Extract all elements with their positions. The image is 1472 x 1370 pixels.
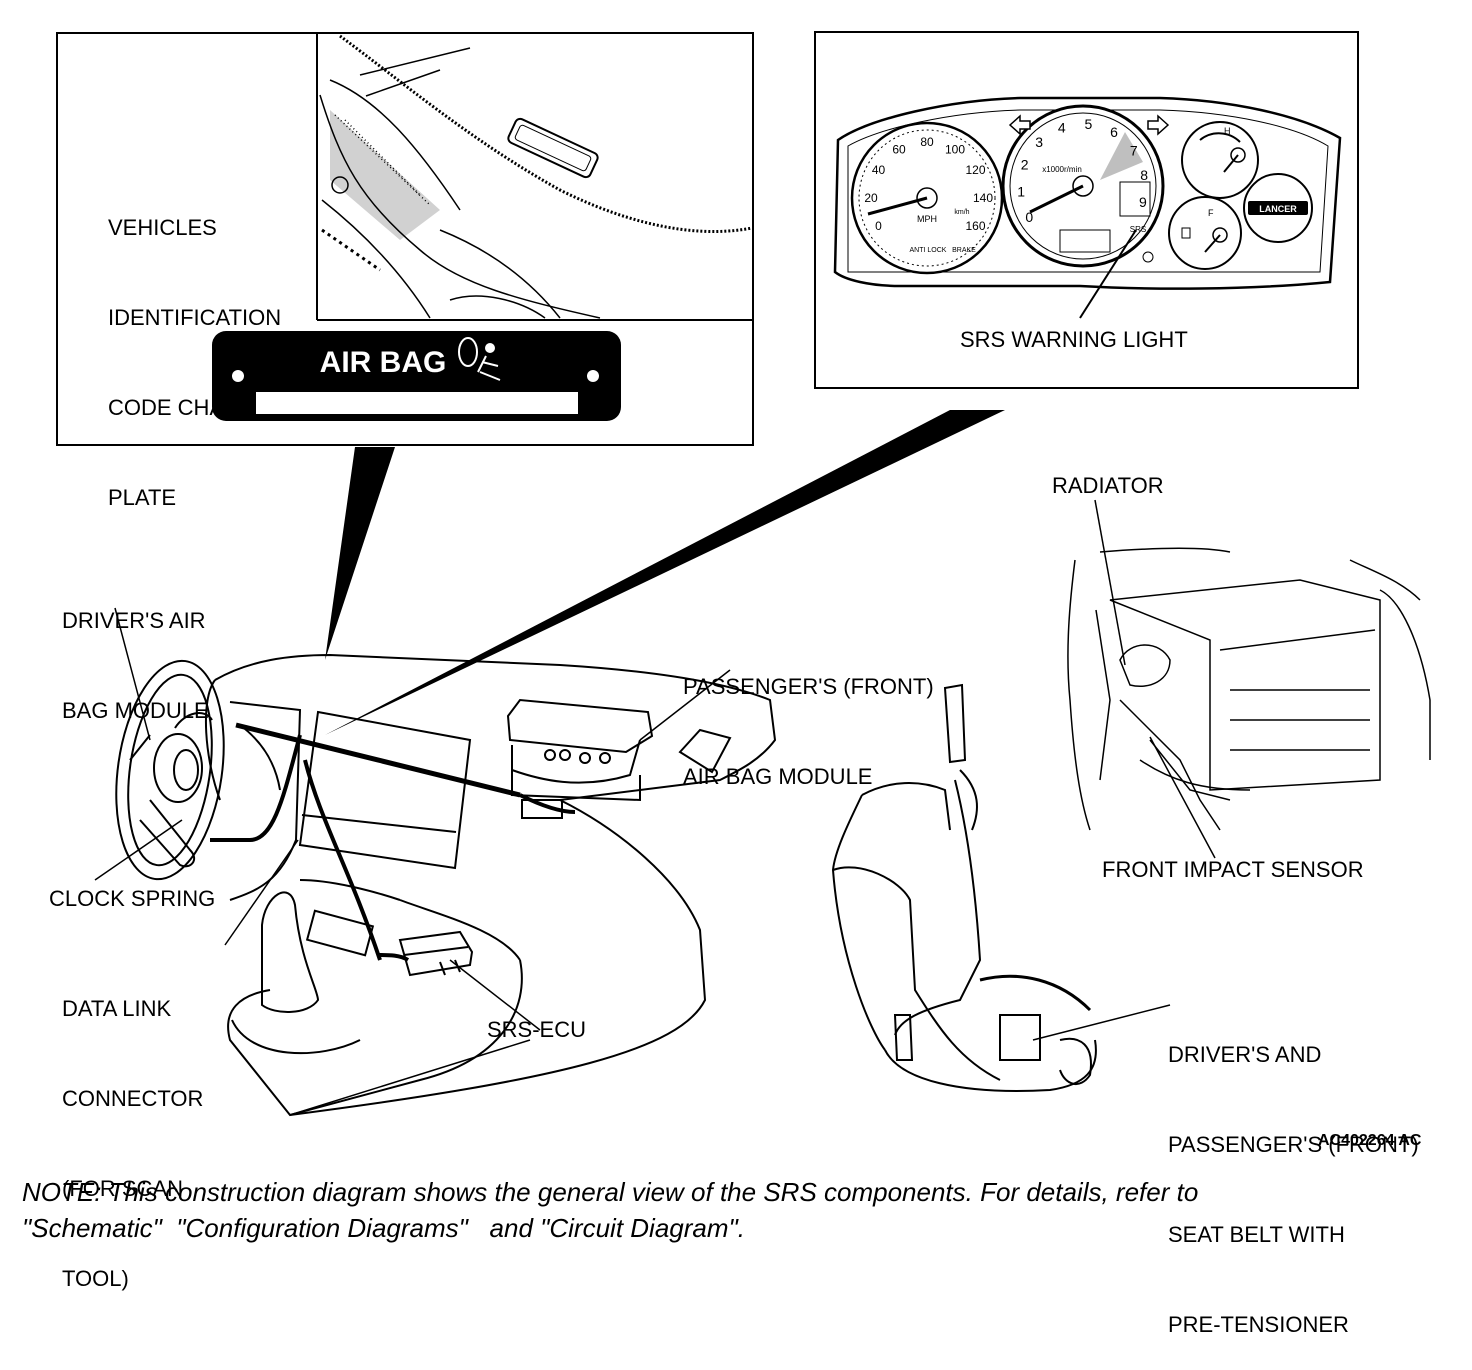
tacho-tick-8: 8 xyxy=(1140,167,1148,183)
airbag-person-icon xyxy=(458,337,501,381)
speedo-tick-20: 20 xyxy=(864,191,878,205)
label-line: PLATE xyxy=(108,485,177,510)
label-srs-ecu: SRS-ECU xyxy=(487,1017,587,1042)
left-turn-icon xyxy=(1008,114,1031,136)
label-data-link-connector: DATA LINK CONNECTOR (FOR SCAN TOOL) xyxy=(62,934,203,1324)
label-line: PRE-TENSIONER xyxy=(1168,1312,1349,1337)
speedo-tick-60: 60 xyxy=(892,143,906,157)
trip-reset-knob xyxy=(1142,251,1154,263)
speedo-kmh-unit: km/h xyxy=(954,209,969,216)
badge-dial: LANCER xyxy=(1243,173,1313,243)
tachometer-gauge: 01 234 5 678 9 x1000r/min SRS xyxy=(1001,104,1165,268)
tacho-tick-7: 7 xyxy=(1130,142,1138,158)
srs-light-leader xyxy=(1079,229,1137,319)
label-line: SEAT BELT WITH xyxy=(1168,1222,1345,1247)
label-radiator: RADIATOR xyxy=(1052,473,1164,498)
fuel-mark: F xyxy=(1208,208,1214,218)
label-line: DRIVER'S AND xyxy=(1168,1042,1322,1067)
tacho-tick-1: 1 xyxy=(1017,183,1025,199)
speedo-tick-40: 40 xyxy=(872,163,886,177)
label-line: PASSENGER'S (FRONT) xyxy=(1168,1132,1419,1157)
tacho-tick-6: 6 xyxy=(1110,124,1118,140)
speedo-tick-120: 120 xyxy=(965,163,985,177)
label-line: BAG MODULE xyxy=(62,698,209,723)
air-bag-plate: AIR BAG xyxy=(212,331,621,421)
steering-wheel xyxy=(115,659,225,881)
tacho-tick-3: 3 xyxy=(1035,134,1043,150)
tacho-tick-5: 5 xyxy=(1085,116,1093,132)
seat-illustration xyxy=(831,683,1097,1092)
temperature-gauge: H xyxy=(1181,121,1259,199)
badge-text: LANCER xyxy=(1259,204,1297,214)
label-drivers-air-bag: DRIVER'S AIR BAG MODULE xyxy=(62,546,209,756)
temp-mark: H xyxy=(1224,126,1231,136)
tacho-unit: x1000r/min xyxy=(1042,165,1082,174)
note-line: "Schematic" "Configuration Diagrams" and… xyxy=(22,1213,745,1243)
plate-location-mark xyxy=(507,117,599,179)
leader-lines xyxy=(94,499,1216,1116)
label-passengers-air-bag: PASSENGER'S (FRONT) AIR BAG MODULE xyxy=(683,612,934,822)
label-line: IDENTIFICATION xyxy=(108,305,282,330)
label-line: (FOR SCAN xyxy=(62,1176,183,1201)
label-line: CODE CHART xyxy=(108,395,254,420)
speedo-tick-100: 100 xyxy=(945,143,965,157)
label-line: VEHICLES xyxy=(108,215,217,240)
label-line: TOOL) xyxy=(62,1266,129,1291)
label-clock-spring: CLOCK SPRING xyxy=(49,886,216,911)
label-line: DRIVER'S AIR xyxy=(62,608,206,633)
plate-pointer xyxy=(325,447,395,660)
figure-code: AC402264 AC xyxy=(1318,1132,1422,1149)
speedo-tick-80: 80 xyxy=(920,135,934,149)
air-bag-plate-text: AIR BAG xyxy=(320,346,447,379)
brake-label: BRAKE xyxy=(952,247,976,254)
tacho-tick-labels: 01 234 5 678 9 xyxy=(1017,116,1148,225)
fuel-pump-icon xyxy=(1181,227,1191,239)
note-text: NOTE: This construction diagram shows th… xyxy=(22,1174,1442,1246)
dashboard-illustration xyxy=(174,653,777,1117)
anti-lock-label: ANTI LOCK xyxy=(910,247,947,254)
speedo-tick-160: 160 xyxy=(965,219,985,233)
srs-tag: SRS xyxy=(1130,225,1146,234)
cluster-pointer xyxy=(325,410,1005,735)
speedo-tick-0: 0 xyxy=(875,219,882,233)
speedo-tick-140: 140 xyxy=(973,191,993,205)
tacho-tick-9: 9 xyxy=(1139,194,1147,210)
label-front-impact-sensor: FRONT IMPACT SENSOR xyxy=(1102,857,1364,882)
plate-inset: AIR BAG xyxy=(56,32,754,446)
label-srs-warning-light: SRS WARNING LIGHT xyxy=(960,327,1188,352)
label-vehicle-plate: VEHICLES IDENTIFICATION CODE CHART PLATE xyxy=(108,153,281,543)
label-line: DATA LINK xyxy=(62,996,172,1021)
engine-bay-sketch xyxy=(1067,547,1431,831)
label-line: AIR BAG MODULE xyxy=(683,764,873,789)
label-line: PASSENGER'S (FRONT) xyxy=(683,674,934,699)
fuel-gauge: F xyxy=(1168,196,1242,270)
note-line: NOTE: This construction diagram shows th… xyxy=(22,1177,1199,1207)
speedo-unit: MPH xyxy=(917,214,937,224)
label-line: CONNECTOR xyxy=(62,1086,204,1111)
tacho-tick-4: 4 xyxy=(1058,120,1066,136)
tacho-tick-2: 2 xyxy=(1021,157,1029,173)
dash-top-sketch xyxy=(319,34,753,319)
right-turn-icon xyxy=(1147,114,1170,136)
tacho-tick-0: 0 xyxy=(1025,209,1033,225)
